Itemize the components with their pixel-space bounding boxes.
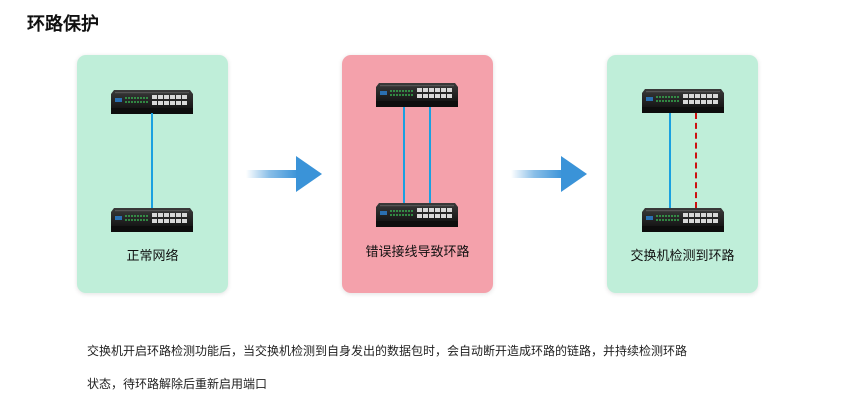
network-switch-icon <box>376 203 458 227</box>
panel-loop: 错误接线导致环路 <box>342 55 493 293</box>
panel-normal-network: 正常网络 <box>77 55 228 293</box>
cable-link <box>429 107 431 203</box>
network-switch-icon <box>111 208 193 232</box>
cable-blocked-link <box>695 113 697 208</box>
cable-link <box>151 113 153 208</box>
panel-label: 交换机检测到环路 <box>630 249 735 264</box>
network-switch-icon <box>642 89 724 113</box>
panel-loop-detected: 交换机检测到环路 <box>607 55 758 293</box>
right-arrow-icon <box>246 156 322 192</box>
cable-link <box>669 113 671 208</box>
network-switch-icon <box>111 90 193 114</box>
cable-link <box>403 107 405 203</box>
description-line-1: 交换机开启环路检测功能后，当交换机检测到自身发出的数据包时，会自动断开造成环路的… <box>87 344 688 358</box>
right-arrow-icon <box>511 156 587 192</box>
network-switch-icon <box>376 83 458 107</box>
panel-label: 错误接线导致环路 <box>365 245 470 260</box>
network-switch-icon <box>642 208 724 232</box>
page-title: 环路保护 <box>27 14 99 35</box>
description-line-2: 状态，待环路解除后重新启用端口 <box>87 377 268 391</box>
panel-label: 正常网络 <box>126 249 179 264</box>
